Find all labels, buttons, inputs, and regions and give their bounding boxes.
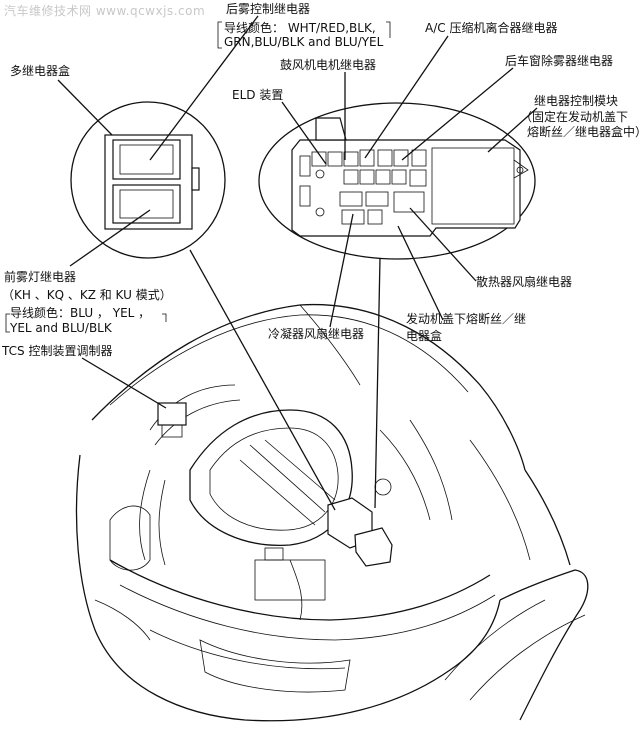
callout-lines: [57, 15, 538, 511]
label-relay-control-module: 继电器控制模块: [534, 94, 619, 108]
multi-relay-box-detail: [70, 101, 226, 259]
label-condenser-fan-relay: 冷凝器风扇继电器: [268, 327, 365, 341]
label-front-fog-relay: 前雾灯继电器: [4, 270, 77, 284]
label-ac-clutch-relay: A/C 压缩机离合器继电器: [425, 21, 558, 35]
label-wire-colors-a-1: 导线颜色： WHT/RED,BLK,: [224, 21, 376, 35]
label-front-fog-models: （KH 、KQ 、KZ 和 KU 模式）: [2, 288, 172, 302]
label-rear-fog-relay: 后雾控制继电器: [226, 2, 311, 16]
label-tcs-modulator: TCS 控制装置调制器: [2, 344, 113, 358]
car-engine-bay: [75, 303, 589, 722]
watermark: 汽车维修技术网 www.qcwxjs.com: [4, 4, 206, 18]
wire-note-brackets: [5, 21, 391, 333]
underhood-box-detail: [258, 102, 536, 260]
label-wire-colors-b-1: 导线颜色：BLU ， YEL ，: [10, 306, 151, 320]
label-wire-colors-a-2: GRN,BLU/BLK and BLU/YEL: [224, 35, 384, 49]
label-relay-control-module-note-2: 熔断丝／继电器盒中）: [527, 125, 640, 139]
label-rear-defog-relay: 后车窗除雾器继电器: [505, 54, 614, 68]
label-wire-colors-b-2: YEL and BLU/BLK: [10, 321, 112, 335]
label-blower-relay: 鼓风机电机继电器: [280, 58, 377, 72]
label-underhood-box-1: 发动机盖下熔断丝／继: [406, 312, 527, 326]
label-multi-relay-box: 多继电器盒: [10, 64, 71, 78]
label-underhood-box-2: 电器盒: [406, 329, 443, 343]
label-eld: ELD 装置: [232, 88, 284, 102]
label-radiator-fan-relay: 散热器风扇继电器: [476, 275, 573, 289]
label-relay-control-module-note-1: （固定在发动机盖下: [520, 110, 629, 124]
